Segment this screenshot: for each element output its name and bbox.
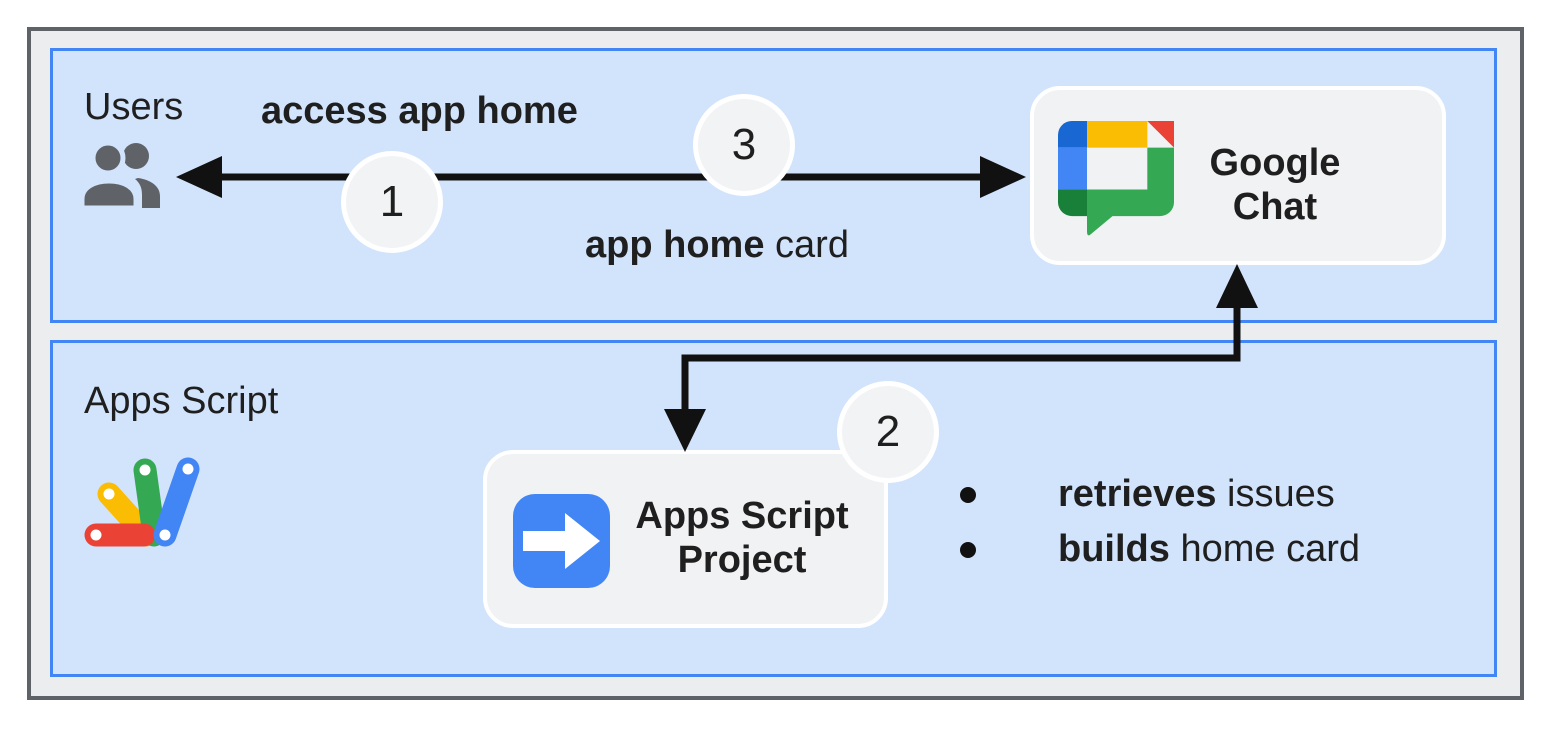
google-chat-card: Google Chat <box>1030 86 1446 265</box>
bullet-dot <box>960 541 976 558</box>
google-chat-label: Google Chat <box>1170 141 1380 229</box>
project-actions-list: retrieves issues builds home card <box>960 470 1360 574</box>
apps-script-project-label: Apps Script Project <box>617 494 867 582</box>
step-1-badge: 1 <box>341 151 443 253</box>
list-item-bold: retrieves <box>1058 473 1217 515</box>
apps-script-project-card: Apps Script Project <box>483 450 888 628</box>
list-item-text: retrieves issues <box>1058 473 1335 516</box>
app-home-card-label: app home card <box>585 222 849 268</box>
apps-script-section-label: Apps Script <box>84 380 279 422</box>
list-item: retrieves issues <box>960 470 1360 519</box>
list-item-bold: builds <box>1058 528 1170 570</box>
step-3-badge: 3 <box>693 94 795 196</box>
list-item: builds home card <box>960 525 1360 574</box>
bullet-dot <box>960 486 976 503</box>
step-1-number: 1 <box>379 177 405 226</box>
access-app-home-label: access app home <box>261 90 578 132</box>
step-2-number: 2 <box>875 407 901 456</box>
project-label-line2: Project <box>677 539 807 581</box>
apps-script-logo <box>80 452 206 550</box>
arrow-right-icon <box>513 494 610 588</box>
google-chat-label-line2: Chat <box>1232 186 1318 228</box>
app-home-card-rest: card <box>775 224 849 266</box>
google-chat-label-line1: Google <box>1209 142 1341 184</box>
list-item-rest: home card <box>1180 528 1360 570</box>
list-item-text: builds home card <box>1058 528 1360 571</box>
step-2-badge: 2 <box>837 381 939 483</box>
people-icon <box>78 138 174 211</box>
app-home-card-bold: app home <box>585 224 765 266</box>
step-3-number: 3 <box>731 120 757 169</box>
project-label-line1: Apps Script <box>635 495 849 537</box>
google-chat-logo <box>1058 121 1174 237</box>
users-section-label: Users <box>84 86 184 128</box>
list-item-rest: issues <box>1227 473 1335 515</box>
